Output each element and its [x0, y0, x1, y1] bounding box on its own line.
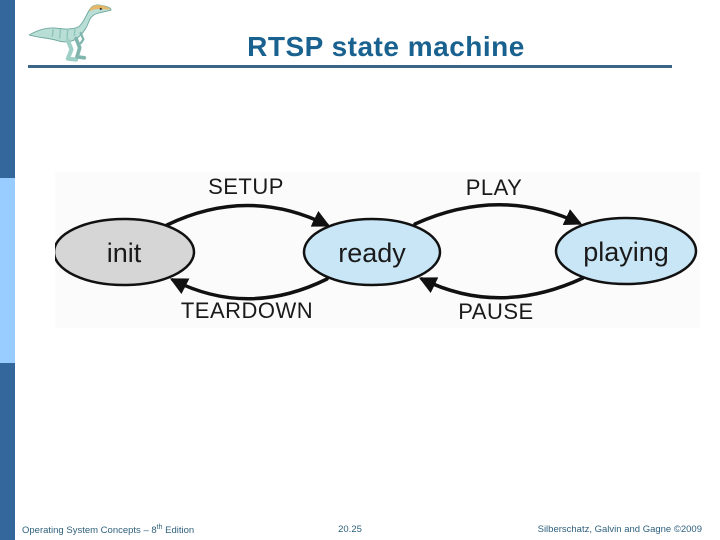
- edge-setup: [165, 203, 331, 227]
- state-init-label: init: [107, 238, 142, 268]
- footer-edition-text: Edition: [162, 525, 195, 537]
- sidebar-segment-top: [0, 0, 15, 178]
- footer-book-title-text: Operating System Concepts – 8: [22, 525, 157, 537]
- dinosaur-icon: [24, 2, 119, 66]
- rtsp-state-machine-diagram: init ready playing SETUP PLAY TEARDOWN P…: [55, 172, 700, 328]
- state-ready-label: ready: [338, 238, 406, 268]
- footer-book-title: Operating System Concepts – 8th Edition: [22, 524, 194, 536]
- state-ready: [302, 217, 442, 287]
- state-playing-label: playing: [583, 237, 669, 267]
- edge-pause: [418, 276, 585, 300]
- transition-play-label: PLAY: [466, 175, 523, 200]
- transition-teardown-label: TEARDOWN: [181, 298, 313, 323]
- state-playing: [554, 216, 698, 286]
- edge-teardown: [169, 277, 329, 301]
- slide-page-number: 20.25: [338, 524, 362, 535]
- footer-authors: Silberschatz, Galvin and Gagne ©2009: [537, 524, 702, 535]
- state-init: [55, 217, 196, 287]
- footer-edition-superscript: th: [156, 524, 163, 531]
- title-underline: [28, 65, 672, 68]
- sidebar-segment-middle: [0, 178, 15, 363]
- transition-setup-label: SETUP: [208, 174, 284, 199]
- edge-play: [413, 203, 583, 226]
- page-title: RTSP state machine: [247, 31, 525, 62]
- sidebar-segment-bottom: [0, 363, 15, 540]
- transition-pause-label: PAUSE: [458, 299, 533, 324]
